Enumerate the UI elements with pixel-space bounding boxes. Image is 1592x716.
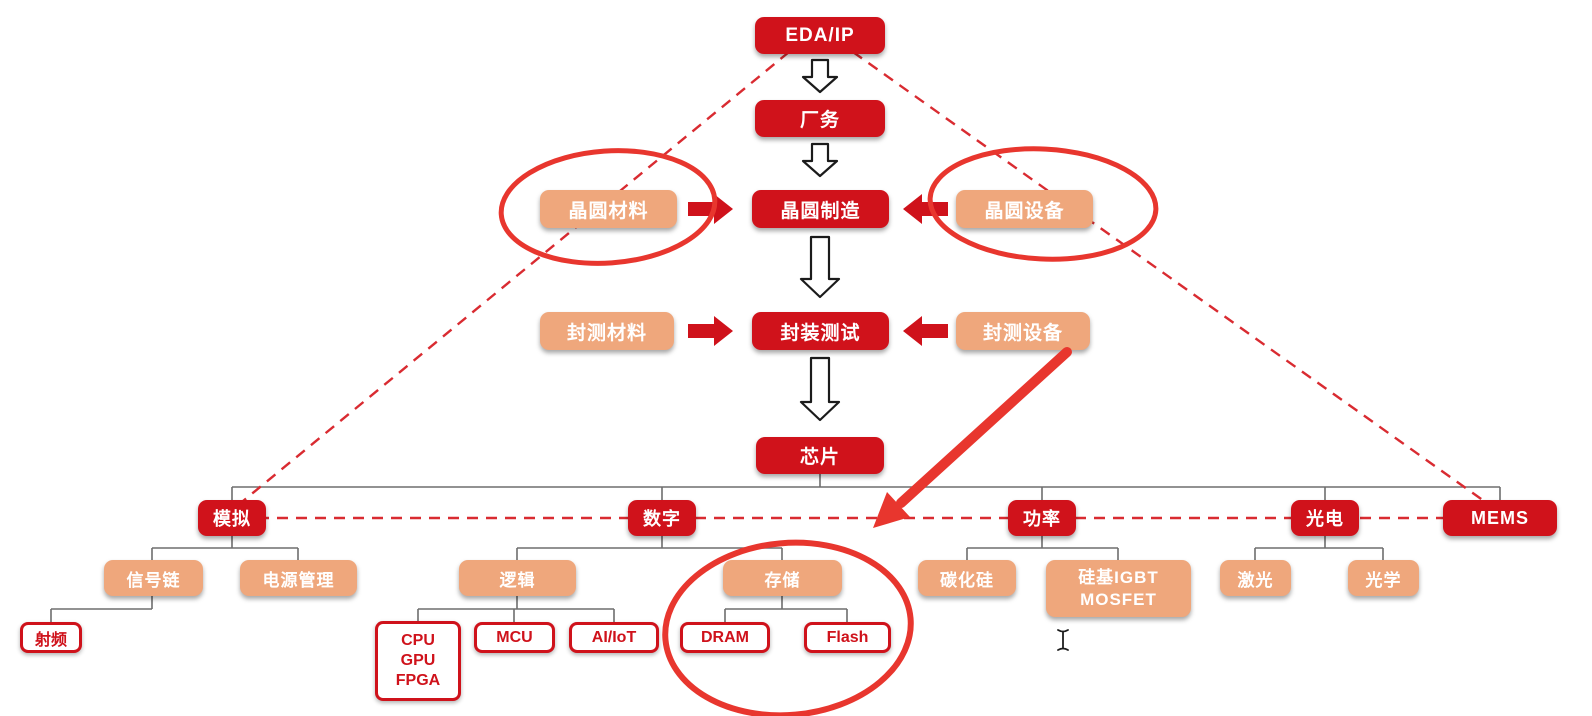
node-eda-ip: EDA/IP <box>755 17 885 54</box>
node-dram: DRAM <box>680 622 770 653</box>
node-wafer-material: 晶圆材料 <box>540 190 677 228</box>
node-laser: 激光 <box>1220 560 1291 596</box>
cpu-line-1: CPU <box>401 632 435 649</box>
node-optics: 光学 <box>1348 560 1419 596</box>
down-arrow-3 <box>799 235 841 299</box>
arrow-pkg-material-right <box>688 316 733 346</box>
arrow-pkg-equipment-left <box>903 316 948 346</box>
node-signal-chain: 信号链 <box>104 560 203 596</box>
dashed-guides <box>236 51 1492 520</box>
cpu-line-2: GPU <box>400 652 436 669</box>
flow-down-arrows <box>799 58 841 422</box>
node-flash: Flash <box>804 622 891 653</box>
node-mcu: MCU <box>474 622 555 653</box>
node-ai-iot: AI/IoT <box>569 622 659 653</box>
dashed-guide-right <box>852 51 1492 507</box>
tree-connectors <box>50 474 1501 622</box>
node-opto: 光电 <box>1291 500 1359 536</box>
node-power-mgmt: 电源管理 <box>240 560 357 596</box>
node-pkg-test: 封装测试 <box>752 312 889 350</box>
node-cpu-gpu-fpga: CPU GPU FPGA <box>375 621 461 701</box>
node-wafer-equipment: 晶圆设备 <box>956 190 1093 228</box>
node-wafer-fab: 晶圆制造 <box>752 190 889 228</box>
node-igbt-mosfet: 硅基IGBT MOSFET <box>1046 560 1191 617</box>
dashed-guide-left <box>236 51 790 507</box>
node-chip: 芯片 <box>756 437 884 474</box>
igbt-line-2: MOSFET <box>1080 589 1157 609</box>
node-mems: MEMS <box>1443 500 1557 536</box>
node-analog: 模拟 <box>198 500 266 536</box>
node-pkg-equipment: 封测设备 <box>956 312 1090 350</box>
node-power: 功率 <box>1008 500 1076 536</box>
down-arrow-1 <box>801 58 839 94</box>
node-fab-facility: 厂务 <box>755 100 885 137</box>
supply-arrows <box>688 194 948 346</box>
node-pkg-material: 封测材料 <box>540 312 674 350</box>
node-digital: 数字 <box>628 500 696 536</box>
cpu-line-3: FPGA <box>395 672 441 689</box>
node-storage: 存储 <box>723 560 842 596</box>
node-rf: 射频 <box>20 622 82 653</box>
node-sic: 碳化硅 <box>918 560 1016 596</box>
node-logic: 逻辑 <box>459 560 576 596</box>
arrow-wafer-material-right <box>688 194 733 224</box>
igbt-line-1: 硅基IGBT <box>1078 568 1159 588</box>
down-arrow-2 <box>801 142 839 178</box>
down-arrow-4 <box>799 356 841 422</box>
arrow-wafer-equipment-left <box>903 194 948 224</box>
